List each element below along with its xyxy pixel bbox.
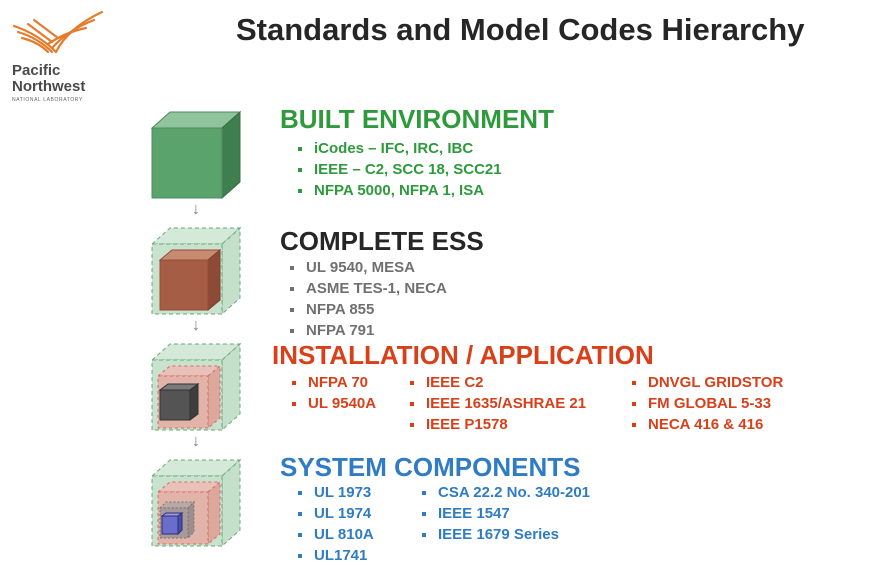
pnnl-logo-mark-icon — [12, 10, 104, 54]
list-item: IEEE – C2, SCC 18, SCC21 — [296, 159, 502, 180]
arrow-down-2-icon: ↓ — [192, 317, 200, 334]
list-system-col2: CSA 22.2 No. 340-201 IEEE 1547 IEEE 1679… — [420, 482, 590, 545]
list-item: UL 1973 — [296, 482, 374, 503]
list-item: IEEE 1679 Series — [420, 524, 590, 545]
list-item: UL 1974 — [296, 503, 374, 524]
cube-system-components-icon — [150, 458, 242, 548]
logo-text-line2: Northwest — [12, 78, 86, 95]
list-item: DNVGL GRIDSTOR — [630, 372, 783, 393]
heading-complete-ess: COMPLETE ESS — [280, 226, 484, 256]
list-item: IEEE P1578 — [408, 414, 586, 435]
list-built-environment: iCodes – IFC, IRC, IBC IEEE – C2, SCC 18… — [296, 138, 502, 201]
list-item: FM GLOBAL 5-33 — [630, 393, 783, 414]
list-installation-col1: NFPA 70 UL 9540A — [290, 372, 376, 414]
list-item: IEEE 1635/ASHRAE 21 — [408, 393, 586, 414]
list-item: NFPA 855 — [288, 299, 447, 320]
heading-system-components: SYSTEM COMPONENTS — [280, 452, 581, 482]
logo-pnnl: Pacific Northwest NATIONAL LABORATORY — [8, 8, 118, 108]
list-system-col1: UL 1973 UL 1974 UL 810A UL1741 — [296, 482, 374, 566]
list-item: NFPA 70 — [290, 372, 376, 393]
list-item: NFPA 791 — [288, 320, 447, 341]
list-item: CSA 22.2 No. 340-201 — [420, 482, 590, 503]
list-item: UL 9540, MESA — [288, 257, 447, 278]
list-item: NFPA 5000, NFPA 1, ISA — [296, 180, 502, 201]
cube-complete-ess-icon — [150, 226, 242, 316]
page-title: Standards and Model Codes Hierarchy — [236, 12, 805, 47]
list-item: ASME TES-1, NECA — [288, 278, 447, 299]
list-item: UL 9540A — [290, 393, 376, 414]
logo-text-line3: NATIONAL LABORATORY — [12, 97, 83, 103]
list-item: IEEE C2 — [408, 372, 586, 393]
cube-built-environment-icon — [150, 110, 242, 200]
arrow-down-3-icon: ↓ — [192, 433, 200, 450]
list-installation-col3: DNVGL GRIDSTOR FM GLOBAL 5-33 NECA 416 &… — [630, 372, 783, 435]
list-item: iCodes – IFC, IRC, IBC — [296, 138, 502, 159]
logo-text-line1: Pacific — [12, 62, 61, 79]
list-item: UL 810A — [296, 524, 374, 545]
list-item: IEEE 1547 — [420, 503, 590, 524]
heading-built-environment: BUILT ENVIRONMENT — [280, 104, 554, 134]
arrow-down-1-icon: ↓ — [192, 201, 200, 218]
list-installation-col2: IEEE C2 IEEE 1635/ASHRAE 21 IEEE P1578 — [408, 372, 586, 435]
list-item: UL1741 — [296, 545, 374, 566]
list-complete-ess: UL 9540, MESA ASME TES-1, NECA NFPA 855 … — [288, 257, 447, 341]
list-item: NECA 416 & 416 — [630, 414, 783, 435]
heading-installation-application: INSTALLATION / APPLICATION — [272, 340, 654, 370]
cube-installation-icon — [150, 342, 242, 432]
